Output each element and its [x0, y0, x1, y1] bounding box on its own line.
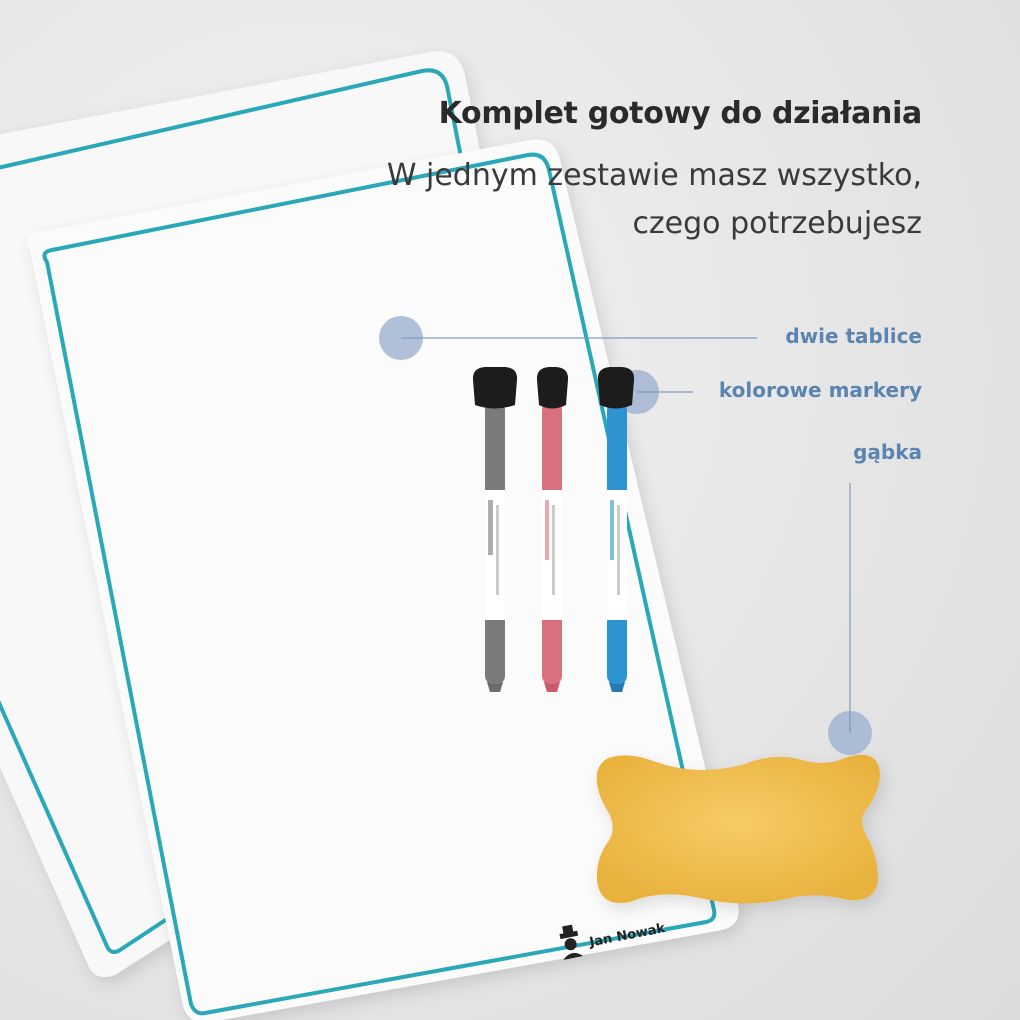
sponge [596, 754, 880, 904]
marker-blue [597, 367, 635, 692]
callout-label-markers: kolorowe markery [718, 378, 922, 402]
marker-pink [536, 367, 569, 692]
detective-icon [559, 924, 584, 960]
subheadline-line-1: W jednym zestawie masz wszystko, [386, 158, 922, 193]
subheadline-line-2: czego potrzebujesz [632, 206, 922, 241]
subheadline: W jednym zestawie masz wszystko, czego p… [222, 152, 922, 248]
whiteboard-front [27, 139, 739, 1020]
callout-label-sponge: gąbka [853, 440, 922, 464]
headline: Komplet gotowy do działania [438, 96, 923, 131]
callout-label-boards: dwie tablice [785, 324, 922, 348]
marker-gray [472, 367, 518, 692]
